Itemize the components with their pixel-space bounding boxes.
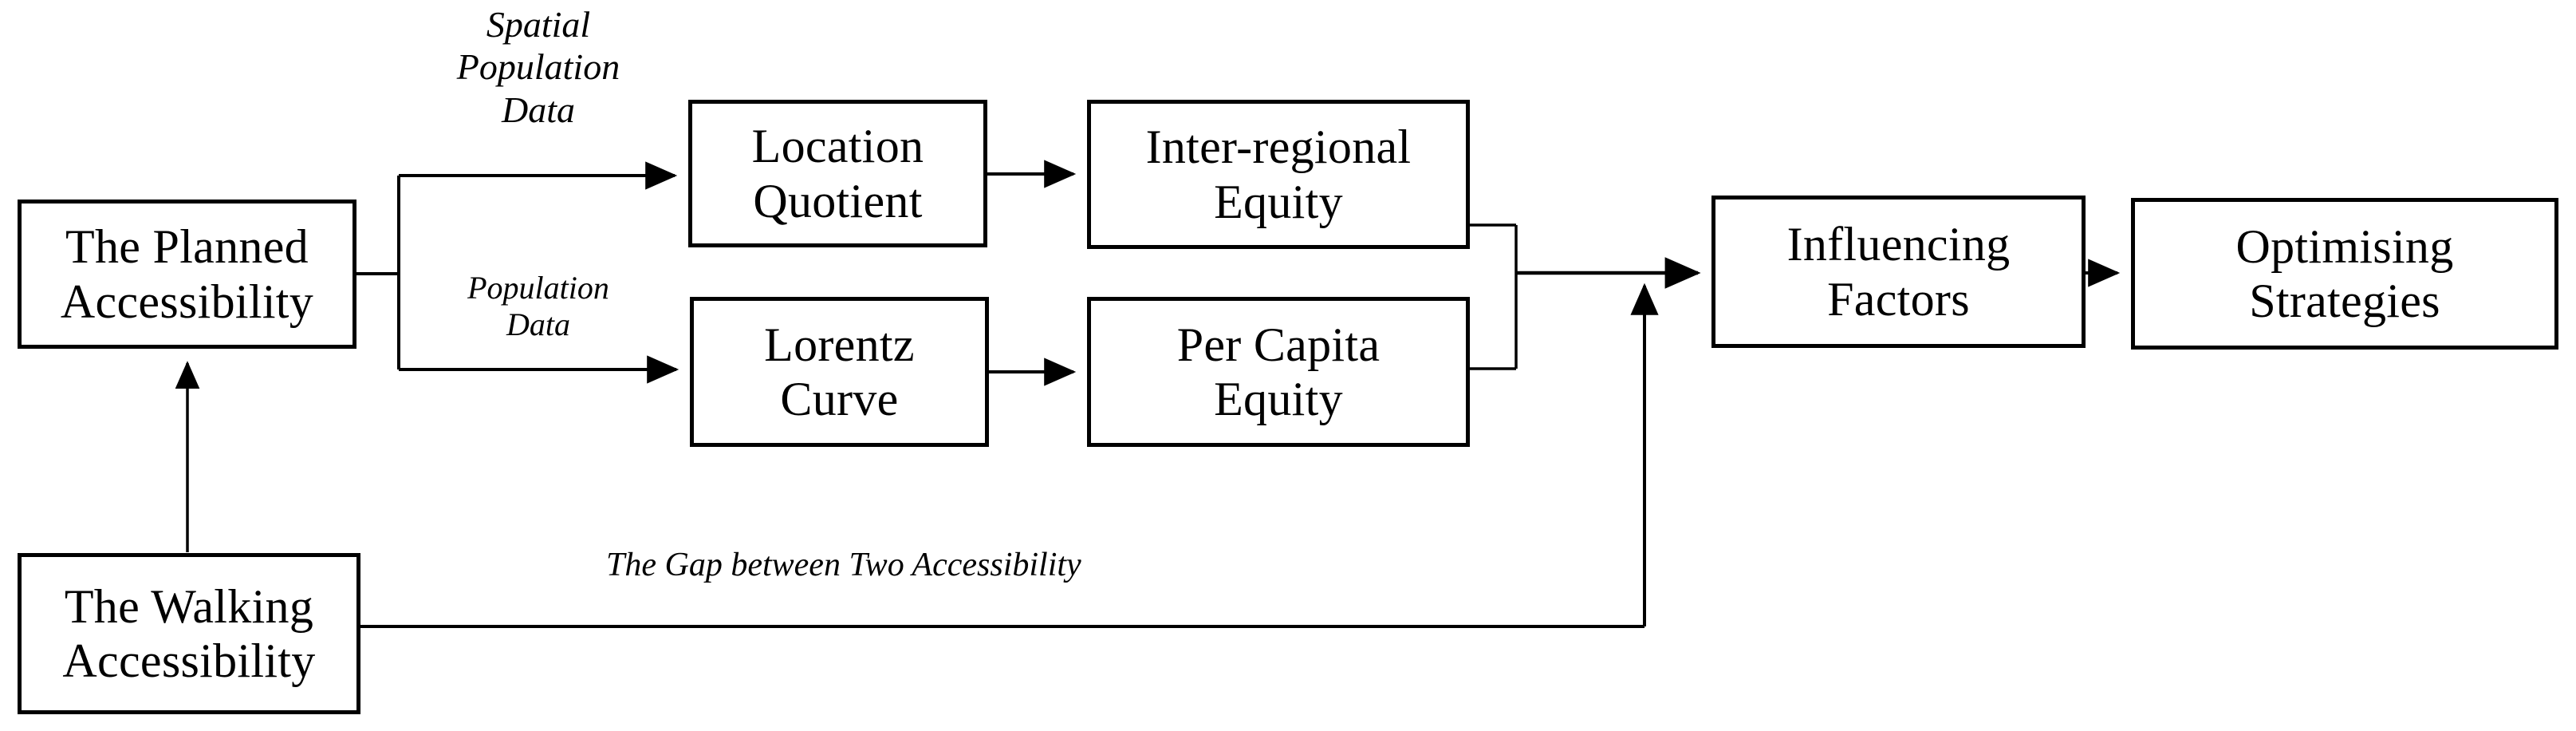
node-per-capita-equity[interactable]: Per Capita Equity [1087, 297, 1470, 447]
node-influencing-factors[interactable]: Influencing Factors [1711, 196, 2086, 348]
node-location-quotient[interactable]: Location Quotient [688, 100, 987, 247]
edge-label-spatial-population-data: Spatial Population Data [456, 4, 620, 130]
node-label: The Walking Accessibility [62, 579, 316, 687]
node-optimising-strategies[interactable]: Optimising Strategies [2131, 198, 2558, 350]
node-inter-regional-equity[interactable]: Inter-regional Equity [1087, 100, 1470, 249]
node-label: Optimising Strategies [2235, 219, 2454, 327]
node-label: Per Capita Equity [1176, 318, 1381, 425]
node-label: Inter-regional Equity [1145, 121, 1412, 228]
edge-label-population-data: Population Data [467, 270, 609, 343]
edge-equity-merge-to-influencing [1470, 223, 1701, 370]
node-the-walking-accessibility[interactable]: The Walking Accessibility [18, 553, 360, 714]
node-label: Location Quotient [751, 120, 924, 227]
node-label: Lorentz Curve [764, 318, 915, 425]
edge-label-gap-between-two-accessibility: The Gap between Two Accessibility [606, 547, 1081, 583]
node-label: The Planned Accessibility [60, 220, 314, 328]
node-lorentz-curve[interactable]: Lorentz Curve [690, 297, 989, 447]
node-the-planned-accessibility[interactable]: The Planned Accessibility [18, 200, 356, 349]
edge-planned-fork [356, 176, 400, 369]
node-label: Influencing Factors [1786, 218, 2011, 326]
